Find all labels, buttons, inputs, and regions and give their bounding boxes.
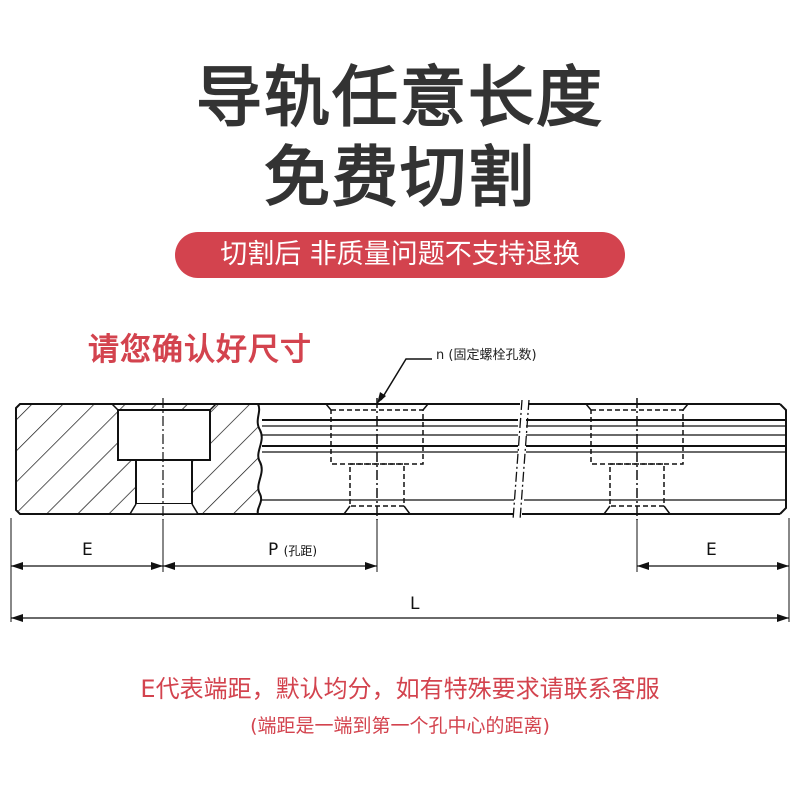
title-line-2: 免费切割 bbox=[264, 139, 536, 216]
dimension-label-e-right: E bbox=[706, 540, 717, 560]
end-distance-note: E代表端距，默认均分，如有特殊要求请联系客服 bbox=[140, 675, 660, 703]
notice-badge: 切割后 非质量问题不支持退换 bbox=[175, 232, 625, 278]
dimension-lines bbox=[11, 562, 789, 622]
section-hatch bbox=[15, 398, 263, 520]
diagram-heading: 请您确认好尺寸 bbox=[88, 332, 312, 368]
title-line-1: 导轨任意长度 bbox=[196, 59, 604, 136]
dimension-p-symbol: P bbox=[268, 540, 279, 560]
bolt-hole-hidden-1 bbox=[325, 398, 429, 520]
dimension-p-note: (孔距) bbox=[283, 544, 318, 558]
callout-leader bbox=[377, 358, 432, 404]
end-distance-definition: (端距是一端到第一个孔中心的距离) bbox=[250, 715, 550, 737]
dimension-label-p: P (孔距) bbox=[268, 540, 317, 561]
extension-lines bbox=[10, 518, 790, 622]
dimension-label-e-left: E bbox=[82, 540, 93, 560]
rail-body bbox=[258, 399, 787, 521]
bolt-hole-count-callout: n (固定螺栓孔数) bbox=[436, 348, 537, 363]
dimension-label-l: L bbox=[410, 594, 420, 614]
bolt-hole-hidden-2 bbox=[585, 398, 689, 520]
